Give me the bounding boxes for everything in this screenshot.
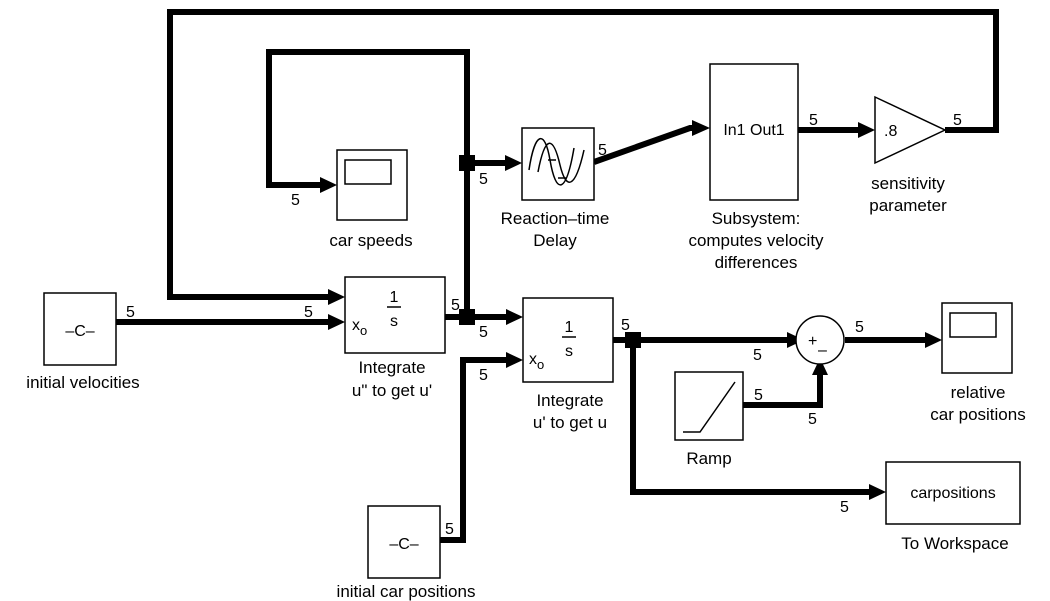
subsystem-caption-line3: differences: [715, 253, 798, 272]
signal-width-label: 5: [291, 192, 300, 209]
integrator-denominator: s: [565, 343, 573, 360]
arrowhead: [692, 120, 710, 136]
x0-label: xo: [352, 317, 367, 338]
integrator-1-block[interactable]: xo 1 s: [344, 276, 446, 354]
signal-width-label: 5: [809, 112, 818, 129]
integrator-2-caption-line2: u' to get u: [533, 413, 607, 432]
arrowhead: [506, 309, 523, 325]
sum-minus-sign: –: [818, 342, 827, 359]
reaction-delay-block[interactable]: [521, 127, 595, 201]
arrowhead: [320, 177, 337, 193]
signal-width-label: 5: [304, 304, 313, 321]
signal-width-label: 5: [479, 367, 488, 384]
arrowhead: [505, 155, 522, 171]
to-workspace-caption: To Workspace: [901, 534, 1008, 553]
constant-label: –C–: [65, 323, 94, 340]
line-delay-to-subsystem[interactable]: [592, 125, 694, 165]
signal-width-label: 5: [445, 521, 454, 538]
integrator-1-caption-line1: Integrate: [358, 358, 425, 377]
branch-node: [459, 309, 475, 325]
x0-label: xo: [529, 351, 544, 372]
signal-width-label: 5: [840, 499, 849, 516]
integrator-numerator: 1: [390, 289, 399, 306]
constant-label: –C–: [389, 536, 418, 553]
arrowhead: [328, 289, 345, 305]
scope-screen-icon: [344, 159, 392, 185]
signal-width-label: 5: [808, 411, 817, 428]
signal-width-label: 5: [598, 142, 607, 159]
subsystem-ports-label: In1 Out1: [723, 122, 784, 139]
integrator-denominator: s: [390, 313, 398, 330]
subsystem-caption-line2: computes velocity: [688, 231, 824, 250]
signal-width-labels: 5 5 5 5 5 5 5 5 5 5 5 5 5 5 5 5 5: [126, 112, 962, 538]
initial-positions-block[interactable]: –C–: [367, 505, 441, 579]
to-workspace-block[interactable]: carpositions: [885, 461, 1021, 525]
feedback-line-gain[interactable]: [167, 9, 999, 300]
initial-positions-caption: initial car positions: [337, 582, 476, 601]
signal-width-label: 5: [479, 171, 488, 188]
branch-node: [459, 155, 475, 171]
arrowhead: [812, 358, 828, 375]
gain-caption-line2: parameter: [869, 196, 947, 215]
arrowheads: [320, 120, 942, 500]
arrowhead: [858, 122, 875, 138]
scope-screen-icon: [949, 312, 997, 338]
initial-velocities-block[interactable]: –C–: [43, 292, 117, 366]
integrator-numerator: 1: [565, 319, 574, 336]
ramp-block[interactable]: [674, 371, 744, 441]
car-speeds-scope[interactable]: [336, 149, 408, 221]
arrowhead: [506, 352, 523, 368]
delay-caption-line2: Delay: [533, 231, 577, 250]
line-velocity-feedback[interactable]: [266, 49, 470, 317]
signal-width-label: 5: [855, 319, 864, 336]
signal-width-label: 5: [753, 347, 762, 364]
ramp-caption: Ramp: [686, 449, 731, 468]
relative-positions-scope[interactable]: [941, 302, 1013, 374]
workspace-variable-name: carpositions: [910, 485, 995, 502]
car-speeds-caption: car speeds: [329, 231, 412, 250]
relative-positions-caption-line1: relative: [951, 383, 1006, 402]
gain-caption-line1: sensitivity: [871, 174, 945, 193]
signal-lines: [116, 9, 999, 543]
integrator-1-caption-line2: u" to get u': [352, 381, 432, 400]
integrator-2-caption-line1: Integrate: [536, 391, 603, 410]
line-initial-positions[interactable]: [440, 357, 508, 543]
arrowhead: [925, 332, 942, 348]
initial-velocities-caption: initial velocities: [26, 373, 139, 392]
gain-block[interactable]: .8: [874, 95, 947, 165]
line-to-workspace[interactable]: [630, 340, 872, 495]
relative-positions-caption-line2: car positions: [930, 405, 1025, 424]
signal-width-label: 5: [126, 304, 135, 321]
signal-width-label: 5: [451, 297, 460, 314]
integrator-2-block[interactable]: xo 1 s: [522, 297, 614, 383]
sum-block[interactable]: + –: [795, 315, 845, 365]
arrowhead: [328, 314, 345, 330]
line-ramp-to-sum[interactable]: [743, 375, 823, 408]
ramp-icon: [683, 381, 736, 433]
gain-value: .8: [884, 123, 897, 140]
arrowhead: [869, 484, 886, 500]
branch-node: [625, 332, 641, 348]
signal-width-label: 5: [754, 387, 763, 404]
subsystem-block[interactable]: In1 Out1: [709, 63, 799, 201]
signal-width-label: 5: [953, 112, 962, 129]
delay-caption-line1: Reaction–time: [501, 209, 610, 228]
subsystem-caption-line1: Subsystem:: [712, 209, 801, 228]
signal-width-label: 5: [479, 324, 488, 341]
signal-width-label: 5: [621, 317, 630, 334]
sum-plus-sign: +: [808, 333, 817, 350]
